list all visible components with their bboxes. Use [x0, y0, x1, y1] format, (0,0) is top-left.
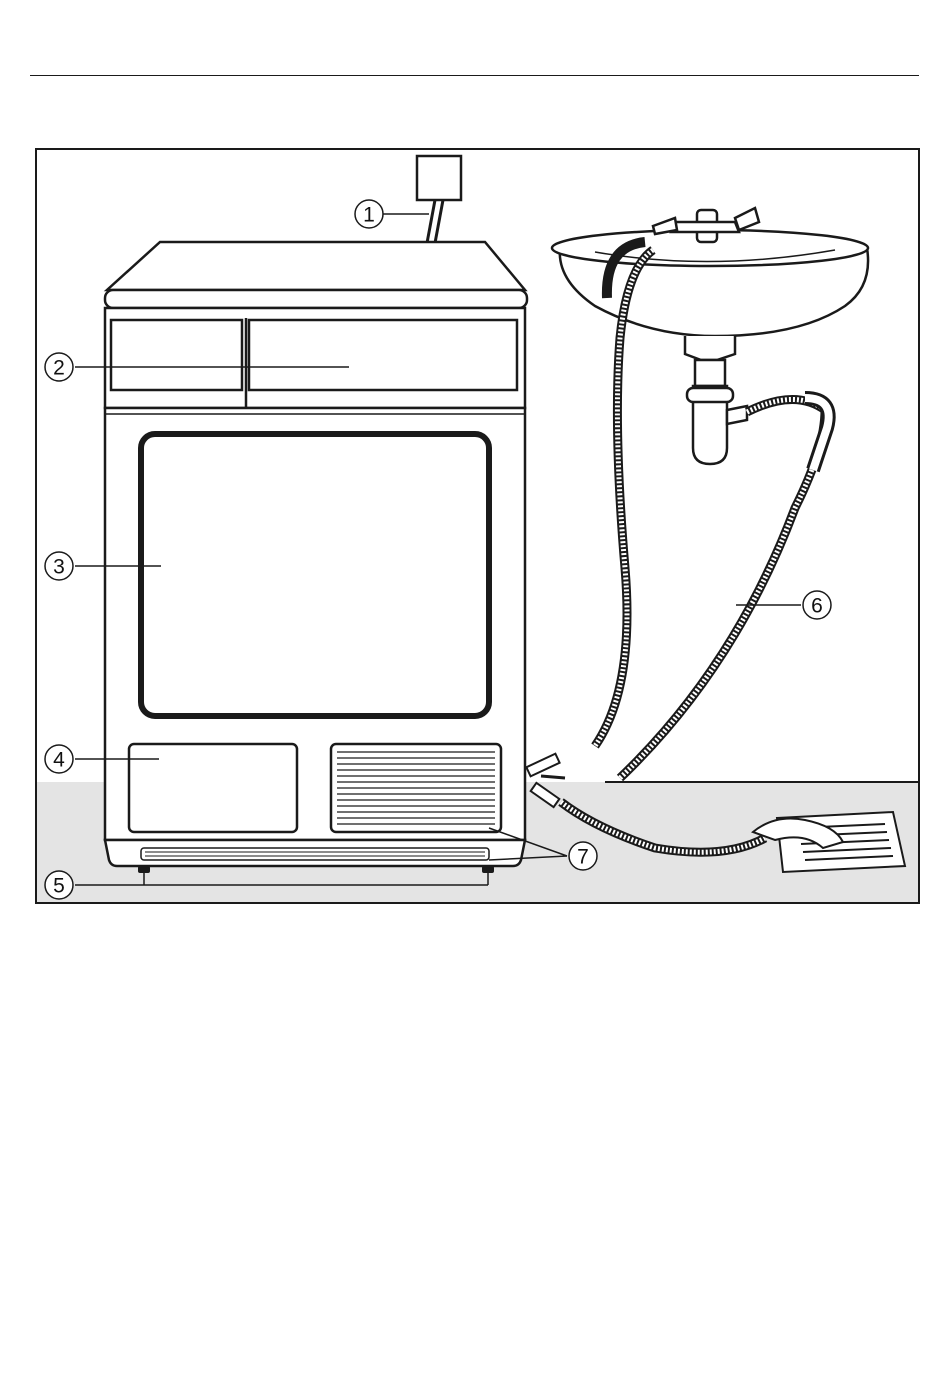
wall-socket — [417, 156, 461, 243]
callout-3: 3 — [45, 552, 73, 580]
callout-5: 5 — [45, 871, 73, 899]
tumble-dryer — [105, 242, 527, 866]
callout-6: 6 — [803, 591, 831, 619]
condenser-flap — [129, 744, 297, 832]
callout-4: 4 — [45, 745, 73, 773]
svg-text:1: 1 — [363, 204, 375, 227]
svg-text:7: 7 — [577, 846, 589, 869]
callout-7: 7 — [569, 842, 597, 870]
dryer-door — [141, 434, 489, 716]
dryer-installation-figure: 1 2 3 4 5 6 7 — [35, 148, 920, 904]
svg-text:2: 2 — [53, 357, 65, 380]
svg-text:6: 6 — [811, 595, 823, 618]
callout-2: 2 — [45, 353, 73, 381]
svg-text:4: 4 — [53, 749, 65, 772]
header-rule — [30, 75, 919, 76]
callout-1: 1 — [355, 200, 383, 228]
svg-text:5: 5 — [53, 875, 65, 898]
svg-text:3: 3 — [53, 556, 65, 579]
